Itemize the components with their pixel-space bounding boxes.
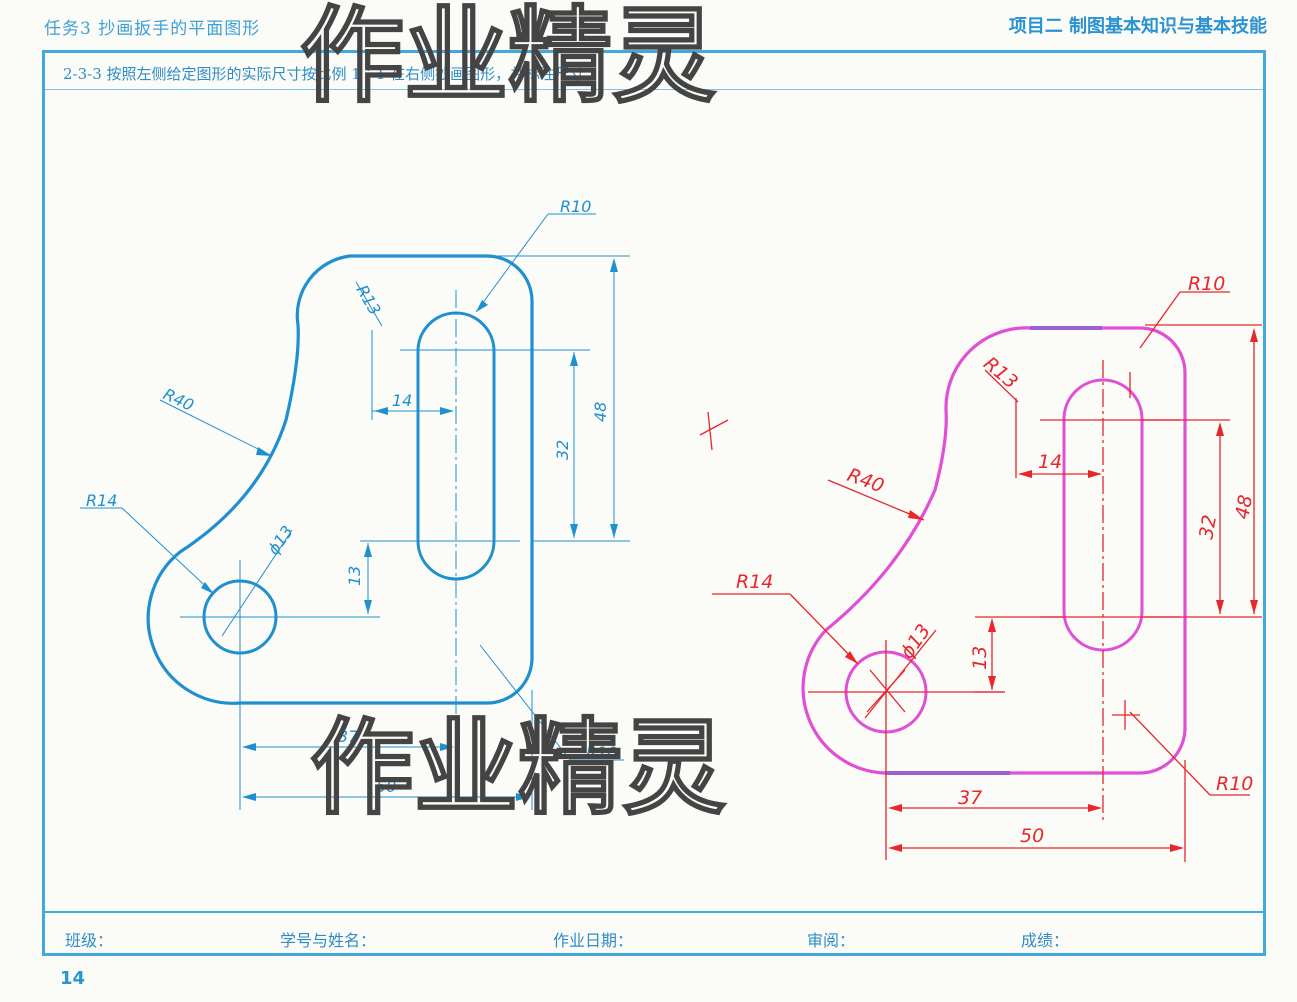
footer-divider [45, 911, 1263, 913]
task-divider [45, 89, 1263, 90]
student-outline [801, 326, 1187, 775]
given-dim-14: 14 [392, 391, 412, 410]
given-dim-32: 32 [553, 440, 572, 460]
student-dim-r14: R14 [736, 571, 773, 593]
given-dim-48: 48 [591, 402, 610, 422]
given-dim-13: 13 [345, 566, 364, 586]
footer-score-label: 成绩： [1021, 931, 1070, 950]
student-dim-48: 48 [1231, 493, 1257, 521]
watermark-bottom: 作业精灵 [310, 707, 726, 829]
student-dim-32: 32 [1195, 513, 1221, 541]
given-dim-r14: R14 [86, 491, 117, 510]
footer-review-label: 审阅： [807, 931, 856, 950]
student-dim-50: 50 [1020, 825, 1044, 847]
footer-class-label: 班级： [65, 931, 114, 950]
student-dim-r10-top: R10 [1188, 273, 1225, 295]
given-dim-r10-top: R10 [560, 197, 591, 216]
chapter-header: 项目二 制图基本知识与基本技能 [1008, 16, 1267, 37]
student-dim-14: 14 [1038, 451, 1062, 473]
student-dim-37: 37 [958, 787, 982, 809]
page-number: 14 [60, 968, 86, 989]
watermark-top: 作业精灵 [300, 0, 716, 117]
given-outline [146, 254, 534, 705]
footer-id-name-label: 学号与姓名： [280, 931, 377, 950]
given-dim-r10-bottom: R10 [586, 743, 617, 762]
exercise-frame: 2-3-3 按照左侧给定图形的实际尺寸按比例 1∶1 在右侧抄画图形，并标注尺寸… [42, 50, 1266, 956]
section-header: 任务3 抄画扳手的平面图形 [44, 19, 261, 39]
student-dim-13: 13 [969, 646, 991, 670]
given-dim-50: 50 [376, 777, 396, 796]
task-instruction: 2-3-3 按照左侧给定图形的实际尺寸按比例 1∶1 在右侧抄画图形，并标注尺寸… [63, 65, 601, 83]
footer-date-label: 作业日期： [553, 931, 634, 950]
given-dim-37: 37 [338, 727, 359, 746]
student-dim-r10-bottom: R10 [1216, 773, 1253, 795]
